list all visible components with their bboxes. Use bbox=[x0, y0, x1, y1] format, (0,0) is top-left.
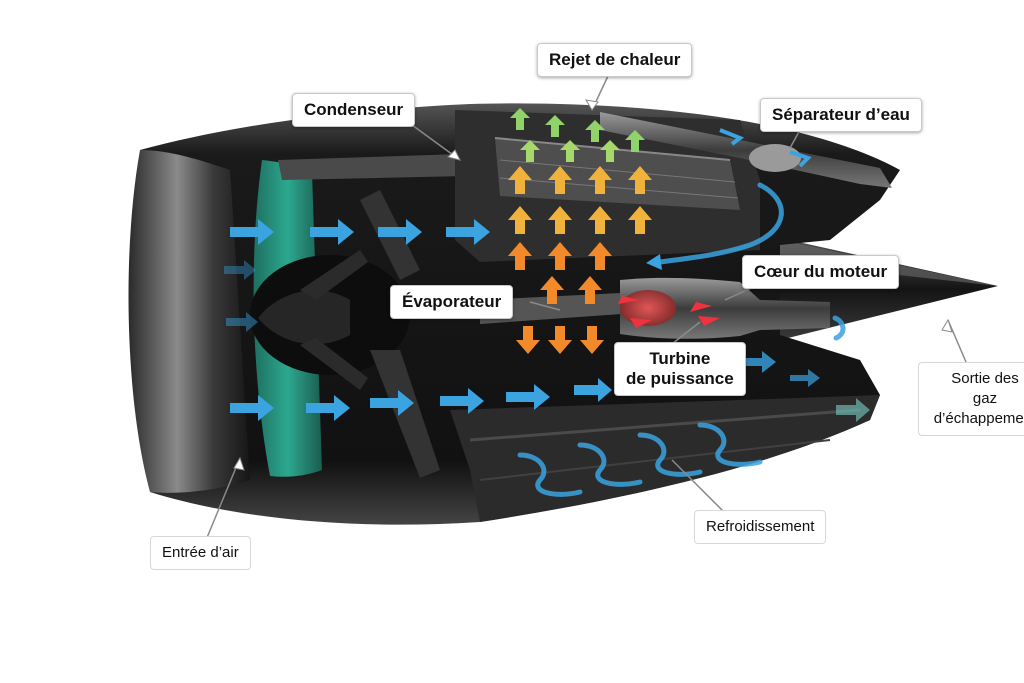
airflow-arrow bbox=[224, 260, 256, 280]
airflow-arrow bbox=[230, 395, 274, 421]
return-flow-arrowhead bbox=[646, 254, 662, 270]
leader-line-evaporateur bbox=[529, 301, 561, 311]
warm-arrow bbox=[548, 206, 572, 234]
core-arrow bbox=[618, 296, 640, 304]
warm-arrow bbox=[548, 166, 572, 194]
leader-arrowheads bbox=[233, 99, 953, 471]
airflow-arrow bbox=[306, 395, 350, 421]
label-sortie-line-2: gaz bbox=[972, 390, 998, 407]
label-evaporateur: Évaporateur bbox=[390, 285, 514, 319]
hot-arrow bbox=[548, 242, 572, 270]
leader-line-separateur bbox=[789, 129, 801, 149]
airflow-arrow bbox=[230, 219, 274, 245]
warm-arrow bbox=[588, 206, 612, 234]
cool-arrow bbox=[560, 140, 580, 162]
leader-line-refroidissement bbox=[671, 459, 725, 513]
label-rejet-de-chaleur: Rejet de chaleur bbox=[537, 43, 693, 77]
cool-arrow bbox=[585, 120, 605, 142]
airflow-arrow bbox=[574, 378, 612, 402]
hot-arrow bbox=[508, 242, 532, 270]
hot-arrows bbox=[508, 242, 612, 354]
warm-arrow bbox=[628, 166, 652, 194]
cooling-flow bbox=[517, 452, 583, 497]
airflow-arrow bbox=[789, 150, 812, 168]
airflow-arrow bbox=[310, 219, 354, 245]
airflow-arrow bbox=[506, 384, 550, 410]
label-turbine-de-puissance: Turbine de puissance bbox=[614, 342, 746, 396]
hot-arrow bbox=[580, 326, 604, 354]
core-arrow bbox=[698, 316, 720, 326]
warm-arrow bbox=[508, 206, 532, 234]
cool-arrow bbox=[520, 140, 540, 162]
fan-blade bbox=[300, 250, 368, 300]
label-separateur-d-eau: Séparateur d’eau bbox=[760, 98, 922, 132]
water-separator bbox=[749, 144, 801, 172]
warm-arrow bbox=[628, 206, 652, 234]
warm-arrows bbox=[508, 166, 652, 234]
core-casing bbox=[620, 277, 830, 339]
condenser-pipe bbox=[278, 154, 466, 180]
cooling-flow-curves bbox=[517, 182, 846, 497]
hot-arrow bbox=[578, 276, 602, 304]
airflow-arrow bbox=[226, 312, 258, 332]
core-arrow bbox=[630, 318, 652, 328]
cool-arrow bbox=[545, 115, 565, 137]
core-arrows bbox=[618, 296, 720, 328]
return-flow bbox=[657, 182, 784, 265]
cool-arrow bbox=[625, 130, 645, 152]
airflow-arrow bbox=[740, 351, 776, 373]
hot-arrow bbox=[548, 326, 572, 354]
warm-arrow bbox=[588, 166, 612, 194]
airflow-arrow bbox=[790, 369, 820, 387]
cooling-flow bbox=[577, 442, 643, 487]
inlet-lip bbox=[128, 150, 250, 493]
airflow-arrow bbox=[719, 128, 745, 146]
label-sortie-des-gaz: Sortie des gaz d’échappement bbox=[918, 362, 1024, 436]
airflow-arrows bbox=[224, 219, 820, 421]
outlet-arrows bbox=[836, 398, 870, 422]
airflow-arrow bbox=[440, 388, 484, 414]
cool-arrow bbox=[510, 108, 530, 130]
label-coeur-du-moteur: Cœur du moteur bbox=[742, 255, 900, 289]
label-condenseur: Condenseur bbox=[292, 93, 416, 127]
hot-arrow bbox=[540, 276, 564, 304]
hot-arrow bbox=[588, 242, 612, 270]
water-separator-pipe bbox=[600, 112, 892, 188]
hot-arrow bbox=[516, 326, 540, 354]
heat-rejection-arrows bbox=[510, 108, 812, 168]
label-turbine-line-2: de puissance bbox=[626, 369, 734, 388]
cooling-flow bbox=[697, 422, 763, 467]
leader-line-entree bbox=[205, 457, 241, 541]
label-sortie-line-3: d’échappement bbox=[933, 410, 1024, 427]
outlet-arrow bbox=[836, 398, 870, 422]
airflow-arrow bbox=[378, 219, 422, 245]
airflow-arrow bbox=[370, 390, 414, 416]
label-refroidissement: Refroidissement bbox=[694, 510, 827, 544]
strut bbox=[370, 350, 440, 478]
core-arrow bbox=[690, 302, 712, 312]
warm-arrow bbox=[508, 166, 532, 194]
label-entree-d-air: Entrée d’air bbox=[150, 536, 251, 570]
core-flow bbox=[832, 315, 846, 341]
leader-line-sortie bbox=[947, 319, 967, 363]
core-shaft bbox=[480, 292, 650, 324]
fan-blade bbox=[300, 338, 368, 390]
leader-line-turbine bbox=[671, 321, 701, 345]
airflow-arrow bbox=[446, 219, 490, 245]
cooling-flow bbox=[637, 432, 703, 477]
cool-arrow bbox=[600, 140, 620, 162]
label-sortie-line-1: Sortie des bbox=[951, 370, 1019, 387]
spinner bbox=[258, 290, 350, 345]
label-turbine-line-1: Turbine bbox=[649, 349, 711, 368]
